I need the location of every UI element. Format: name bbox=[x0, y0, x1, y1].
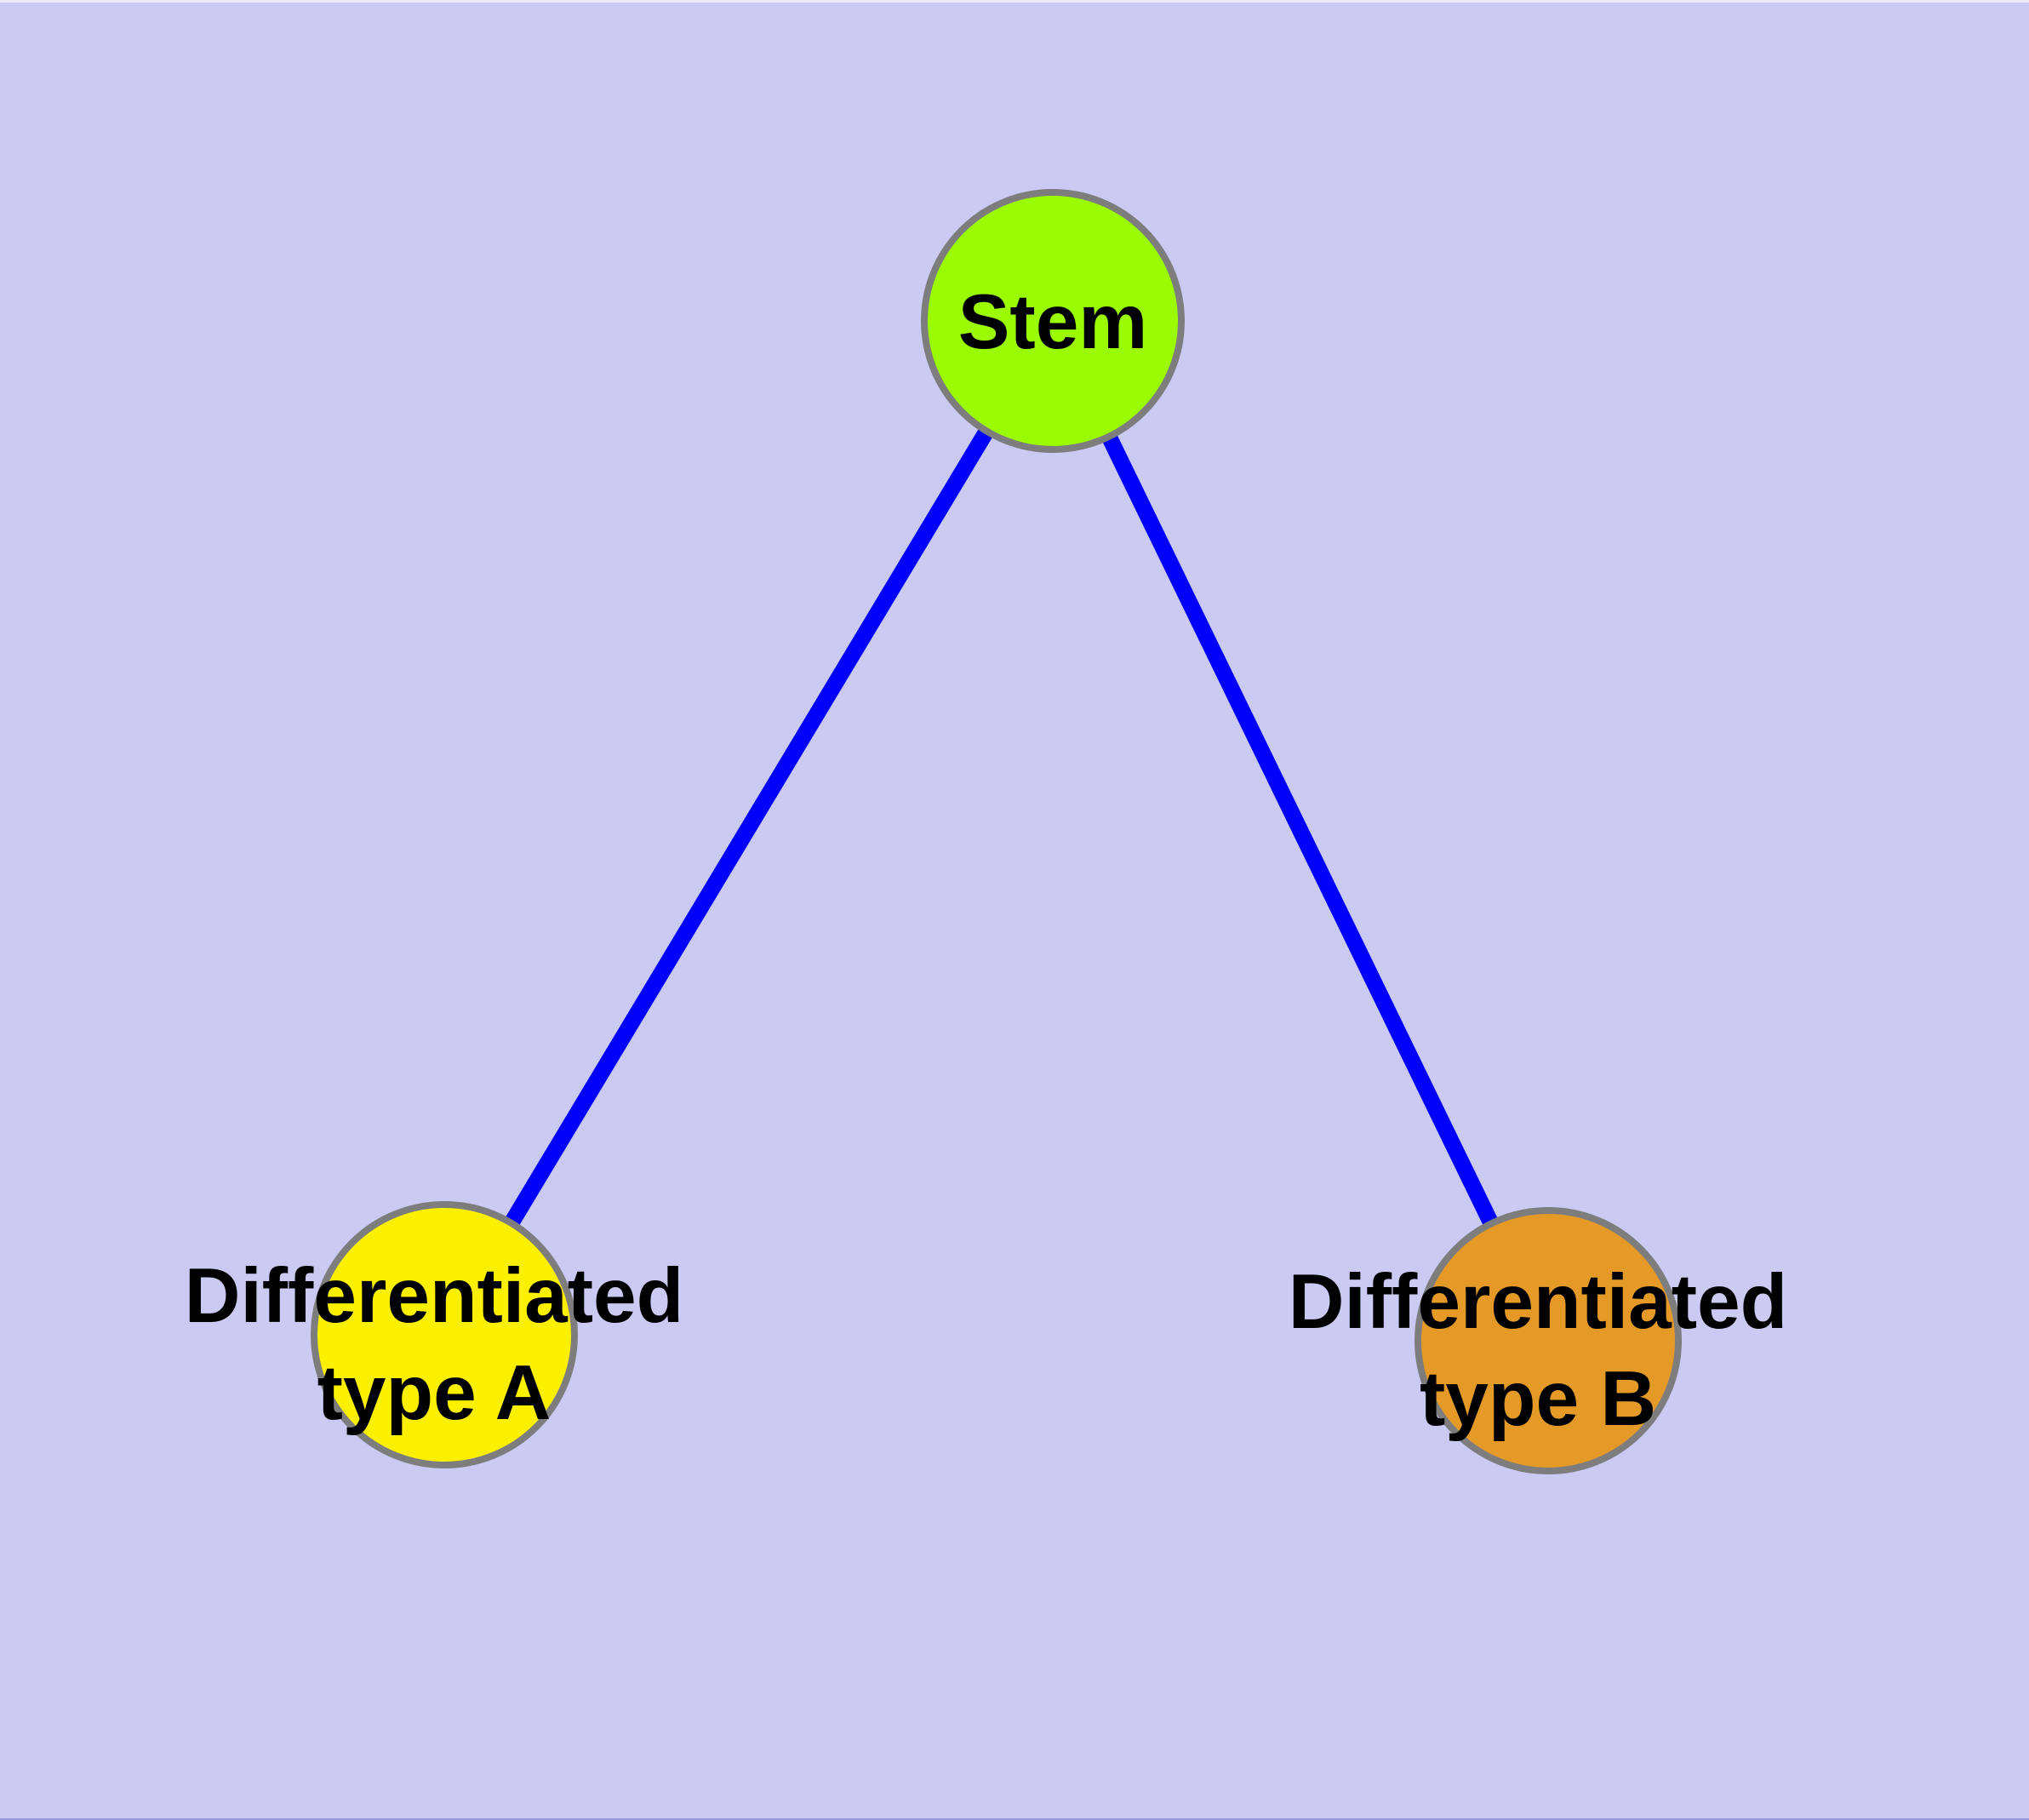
node-differentiated-type-b-label-line1: Differentiated bbox=[1289, 1259, 1788, 1345]
edge-layer bbox=[437, 317, 1556, 1345]
node-differentiated-type-a-label-line2: type A bbox=[317, 1350, 552, 1436]
edge-stem-to-type-a bbox=[437, 317, 1060, 1339]
edge-stem-to-type-b bbox=[1045, 317, 1556, 1345]
node-differentiated-type-b: Differentiated type B bbox=[1289, 1207, 1788, 1474]
node-differentiated-type-b-circle bbox=[1415, 1207, 1682, 1474]
node-differentiated-type-a-label-line1: Differentiated bbox=[185, 1253, 684, 1339]
node-stem-circle bbox=[921, 189, 1185, 453]
node-stem: Stem bbox=[921, 189, 1185, 453]
graph-canvas: Stem Differentiated type A Differentiate… bbox=[0, 3, 2029, 1818]
node-differentiated-type-a: Differentiated type A bbox=[185, 1201, 684, 1468]
node-differentiated-type-b-label-line2: type B bbox=[1420, 1356, 1656, 1442]
node-differentiated-type-a-circle bbox=[311, 1201, 578, 1468]
node-stem-label: Stem bbox=[958, 279, 1148, 365]
